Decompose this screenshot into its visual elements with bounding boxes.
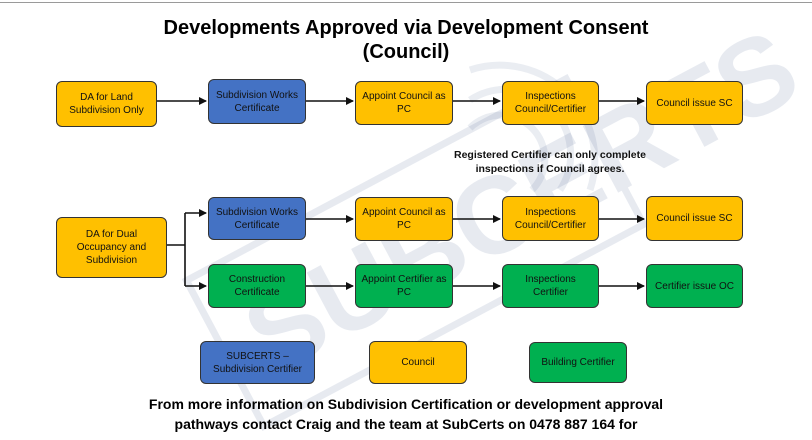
title-line-1: Developments Approved via Development Co…: [163, 17, 649, 39]
legend-council: Council: [369, 341, 467, 384]
box-upper-inspections-council-certifier: Inspections Council/Certifier: [502, 196, 599, 241]
top-border-line: [0, 2, 812, 3]
registered-certifier-note: Registered Certifier can only complete i…: [454, 149, 646, 175]
box-certifier-issue-oc: Certifier issue OC: [646, 264, 743, 308]
box-appoint-certifier-pc: Appoint Certifier as PC: [355, 264, 453, 308]
footer-line-2: pathways contact Craig and the team at S…: [174, 416, 638, 432]
box-da-dual-occupancy: DA for Dual Occupancy and Subdivision: [56, 217, 167, 278]
legend-building-certifier: Building Certifier: [529, 342, 627, 383]
box-council-issue-sc: Council issue SC: [646, 81, 743, 125]
legend-subcerts: SUBCERTS – Subdivision Certifier: [200, 341, 315, 384]
footer-line-1: From more information on Subdivision Cer…: [148, 396, 664, 412]
box-upper-appoint-council-pc: Appoint Council as PC: [355, 197, 453, 241]
box-inspections-council-certifier: Inspections Council/Certifier: [502, 81, 599, 125]
title-line-2: (Council): [362, 41, 450, 63]
box-upper-council-issue-sc: Council issue SC: [646, 196, 743, 241]
box-inspections-certifier: Inspections Certifier: [502, 264, 599, 308]
diagram-title: Developments Approved via Development Co…: [0, 16, 812, 64]
box-appoint-council-pc: Appoint Council as PC: [355, 81, 453, 125]
contact-footer: From more information on Subdivision Cer…: [0, 394, 812, 434]
box-da-land-subdivision: DA for Land Subdivision Only: [56, 81, 157, 127]
box-subdivision-works-certificate: Subdivision Works Certificate: [208, 79, 306, 124]
box-construction-certificate: Construction Certificate: [208, 264, 306, 308]
box-upper-subdivision-works-certificate: Subdivision Works Certificate: [208, 197, 306, 240]
